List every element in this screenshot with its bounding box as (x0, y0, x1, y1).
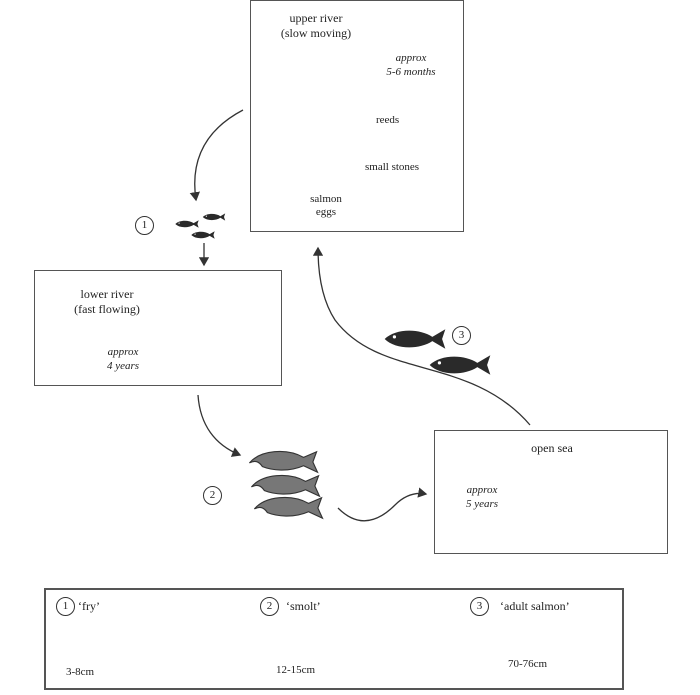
upper-river-box: upper river (slow moving) approx 5-6 mon… (250, 0, 464, 232)
open-sea-duration: approx 5 years (465, 484, 499, 510)
stage-2-marker: 2 (203, 486, 222, 505)
small-stones-label: small stones (365, 161, 420, 173)
reeds-label: reeds (376, 114, 400, 126)
lower-river-title: lower river (fast flowing) (74, 287, 140, 316)
stage-1-marker: 1 (135, 216, 154, 235)
legend-fry-marker: 1 (56, 597, 75, 616)
adult-salmon-group (384, 329, 491, 375)
upper-river-title: upper river (slow moving) (280, 11, 352, 40)
legend-adult-label: ‘adult salmon’ (500, 599, 570, 613)
smolt-fish-group (248, 450, 324, 519)
legend-smolt-size: 12-15cm (276, 664, 316, 676)
legend-smolt-label: ‘smolt’ (286, 599, 321, 613)
fry-fish-group (175, 213, 226, 239)
lower-river-box: lower river (fast flowing) approx 4 year… (34, 270, 282, 386)
upper-river-duration: approx 5-6 months (386, 52, 436, 78)
legend-smolt-marker: 2 (260, 597, 279, 616)
legend-box (44, 588, 624, 690)
open-sea-title: open sea (531, 441, 573, 455)
lower-river-duration: approx 4 years (106, 346, 140, 372)
arrow-upper-to-fry (189, 109, 244, 202)
arrow-lower-to-smolt (197, 394, 242, 457)
legend-fry-size: 3-8cm (66, 666, 95, 678)
legend-adult-marker: 3 (470, 597, 489, 616)
stage-3-marker: 3 (452, 326, 471, 345)
legend-fry-label: ‘fry’ (78, 599, 100, 613)
arrow-sea-to-upper (312, 246, 531, 426)
legend-adult-size: 70-76cm (508, 658, 548, 670)
salmon-eggs-label: salmon eggs (310, 193, 342, 218)
arrow-smolt-to-sea (337, 487, 428, 522)
open-sea-box: open sea approx 5 years (434, 430, 668, 554)
